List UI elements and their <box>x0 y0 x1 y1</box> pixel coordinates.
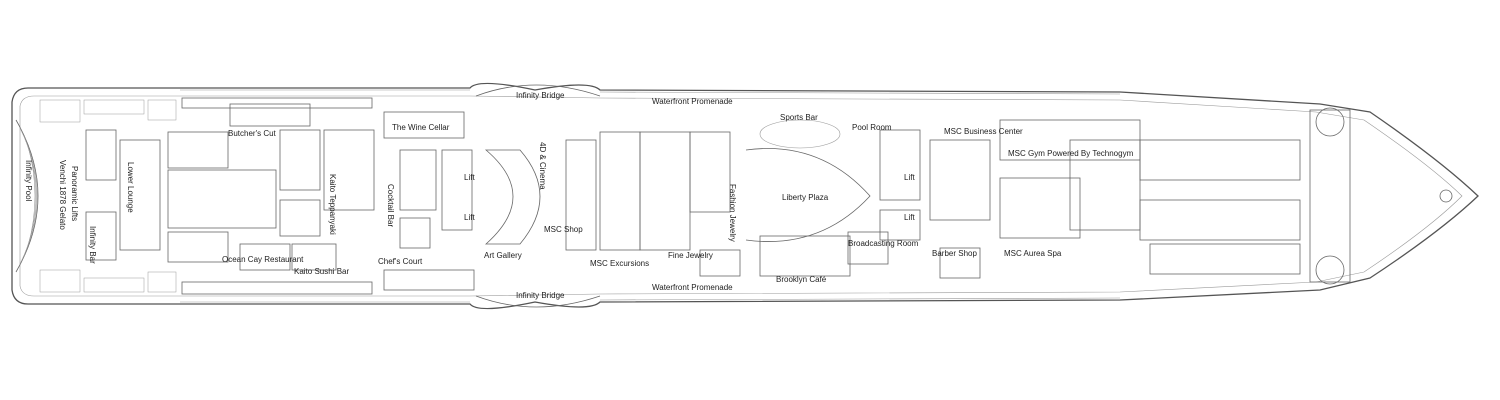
label-lift-b1: Lift <box>904 173 915 182</box>
label-venchi: Venchi 1878 Gelato <box>58 160 67 230</box>
inner-hull <box>19 95 1463 297</box>
label-barber-shop: Barber Shop <box>932 249 977 258</box>
label-butchers-cut: Butcher's Cut <box>228 129 277 138</box>
label-business-center: MSC Business Center <box>944 127 1023 136</box>
label-msc-excursions: MSC Excursions <box>590 259 649 268</box>
ship-hull <box>11 82 1479 310</box>
label-infinity-bar: Infinity Bar <box>88 226 97 264</box>
infinity-bridge-top <box>475 84 601 97</box>
label-fashion-jewelry: Fashion Jewelry <box>728 184 737 242</box>
label-lift-b2: Lift <box>904 213 915 222</box>
label-art-gallery: Art Gallery <box>484 251 522 260</box>
label-pool-room: Pool Room <box>852 123 892 132</box>
label-liberty-plaza: Liberty Plaza <box>782 193 829 202</box>
label-lift-a2: Lift <box>464 213 475 222</box>
label-ocean-cay: Ocean Cay Restaurant <box>222 255 304 264</box>
label-lower-lounge: Lower Lounge <box>126 162 135 213</box>
label-infinity-bridge-top: Infinity Bridge <box>516 91 565 100</box>
label-broadcasting-room: Broadcasting Room <box>848 239 919 248</box>
label-4d-cinema: 4D & Cinema <box>538 142 547 190</box>
label-infinity-bridge-bottom: Infinity Bridge <box>516 291 565 300</box>
label-kaito-sushi: Kaito Sushi Bar <box>294 267 349 276</box>
infinity-bridge-bottom <box>475 295 601 308</box>
label-infinity-pool: Infinity Pool <box>24 160 33 202</box>
label-msc-shop: MSC Shop <box>544 225 583 234</box>
label-cocktail-bar: Cocktail Bar <box>386 184 395 227</box>
label-aurea-spa: MSC Aurea Spa <box>1004 249 1062 258</box>
label-waterfront-bottom: Waterfront Promenade <box>652 283 733 292</box>
label-kaito-teppanyaki: Kaito Teppanyaki <box>328 174 337 235</box>
mid-structures <box>383 111 541 291</box>
label-gym: MSC Gym Powered By Technogym <box>1008 149 1134 158</box>
label-lift-a1: Lift <box>464 173 475 182</box>
aft-structures <box>85 97 375 295</box>
forward-structures <box>565 107 1453 285</box>
aft-deck-seating <box>39 99 177 293</box>
label-panoramic-lifts: Panoramic Lifts <box>70 166 79 221</box>
label-fine-jewelry: Fine Jewelry <box>668 251 713 260</box>
label-brooklyn-cafe: Brooklyn Café <box>776 275 827 284</box>
label-chefs-court: Chef's Court <box>378 257 423 266</box>
label-waterfront-top: Waterfront Promenade <box>652 97 733 106</box>
label-sports-bar: Sports Bar <box>780 113 818 122</box>
label-wine-cellar: The Wine Cellar <box>392 123 450 132</box>
